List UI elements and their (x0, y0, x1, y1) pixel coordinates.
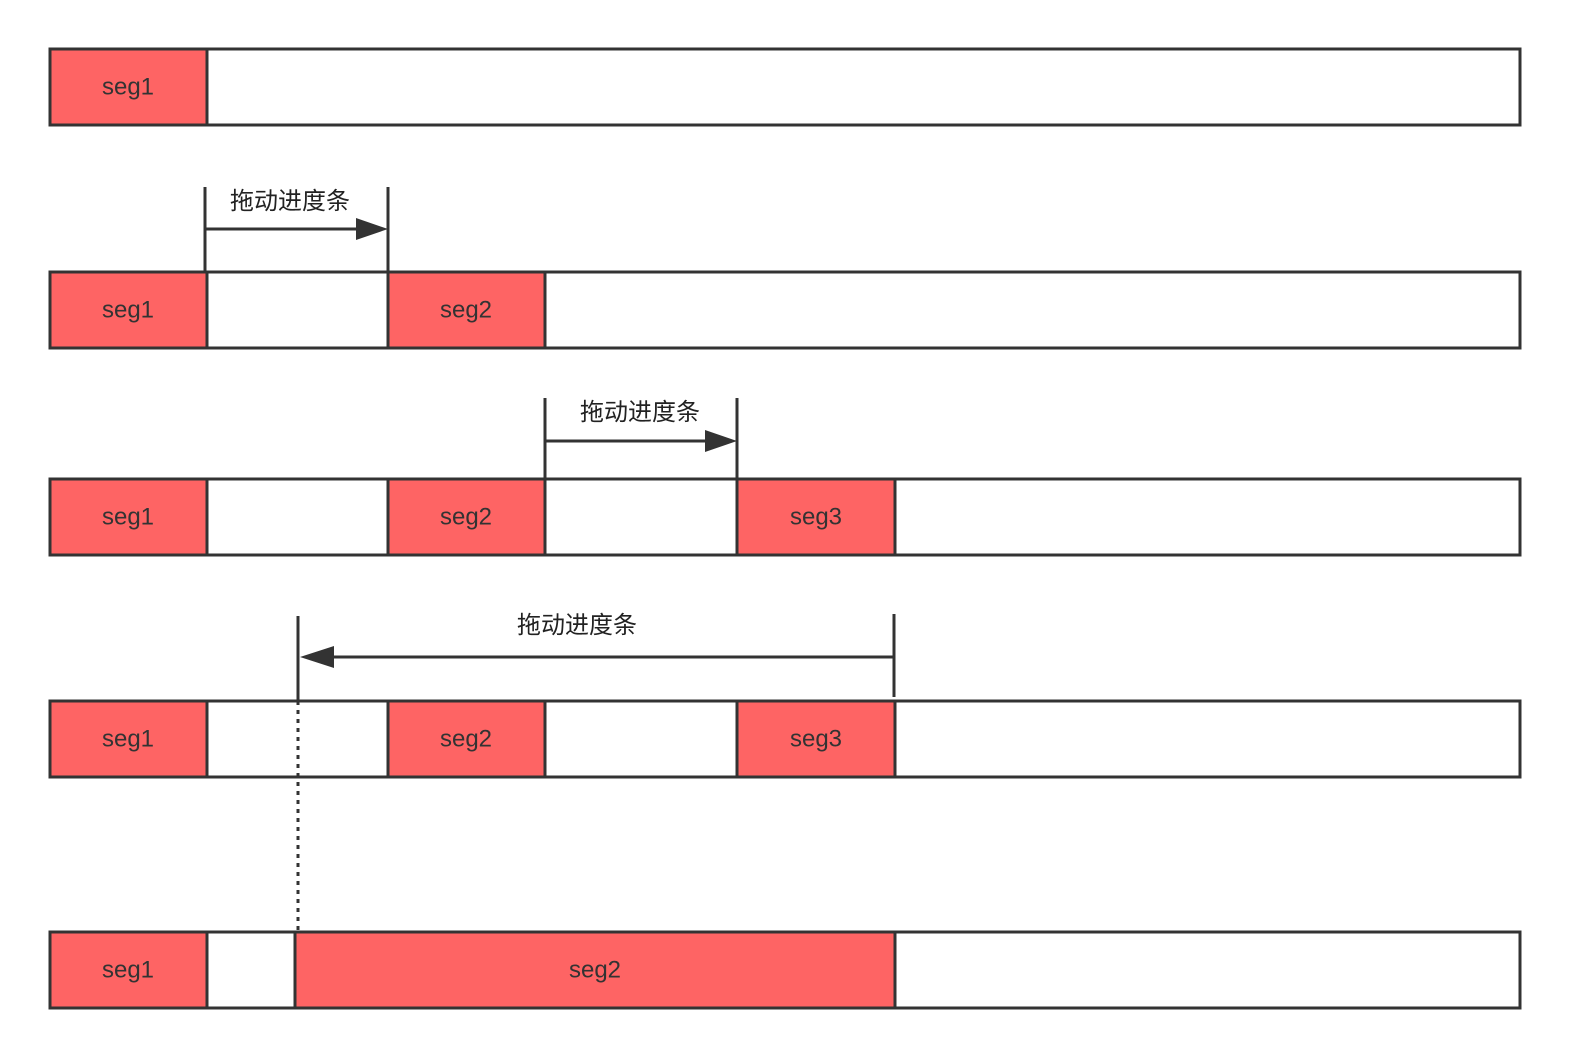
drag-label: 拖动进度条 (230, 187, 350, 215)
segment-seg1 (48, 270, 209, 350)
segment-label: seg3 (790, 725, 842, 752)
segment-seg3 (735, 699, 897, 779)
progress-row-3: seg1 seg2 seg3 (48, 477, 1522, 557)
segment-seg2 (386, 477, 547, 557)
segment-label: seg1 (102, 956, 154, 983)
segment-seg2 (386, 270, 547, 350)
segment-label: seg1 (102, 503, 154, 530)
segment-label: seg2 (440, 296, 492, 323)
progress-bar (48, 270, 1522, 350)
segment-label: seg2 (569, 956, 621, 983)
drag-annotation-3: 拖动进度条 (296, 611, 896, 701)
segment-seg1 (48, 930, 209, 1010)
segment-seg2 (293, 930, 897, 1010)
progress-row-1: seg1 (48, 47, 1522, 127)
progress-row-5: seg1 seg2 (48, 930, 1522, 1010)
drag-annotation-2: 拖动进度条 (543, 398, 739, 479)
progress-row-2: seg1 seg2 (48, 270, 1522, 350)
drag-label: 拖动进度条 (580, 398, 700, 426)
segment-seg1 (48, 699, 209, 779)
segment-seg1 (48, 47, 209, 127)
arrow-head-left-icon (300, 646, 334, 668)
segment-label: seg1 (102, 725, 154, 752)
segment-seg1 (48, 477, 209, 557)
segment-label: seg2 (440, 725, 492, 752)
arrow-head-right-icon (356, 218, 388, 240)
progress-row-4: seg1 seg2 seg3 (48, 699, 1522, 779)
progress-bar (48, 47, 1522, 127)
drag-annotation-1: 拖动进度条 (203, 187, 390, 272)
segment-label: seg2 (440, 503, 492, 530)
drag-label: 拖动进度条 (517, 611, 637, 639)
segment-label: seg1 (102, 73, 154, 100)
arrow-head-right-icon (705, 430, 737, 452)
segment-label: seg1 (102, 296, 154, 323)
segment-seg3 (735, 477, 897, 557)
segment-label: seg3 (790, 503, 842, 530)
segment-seg2 (386, 699, 547, 779)
